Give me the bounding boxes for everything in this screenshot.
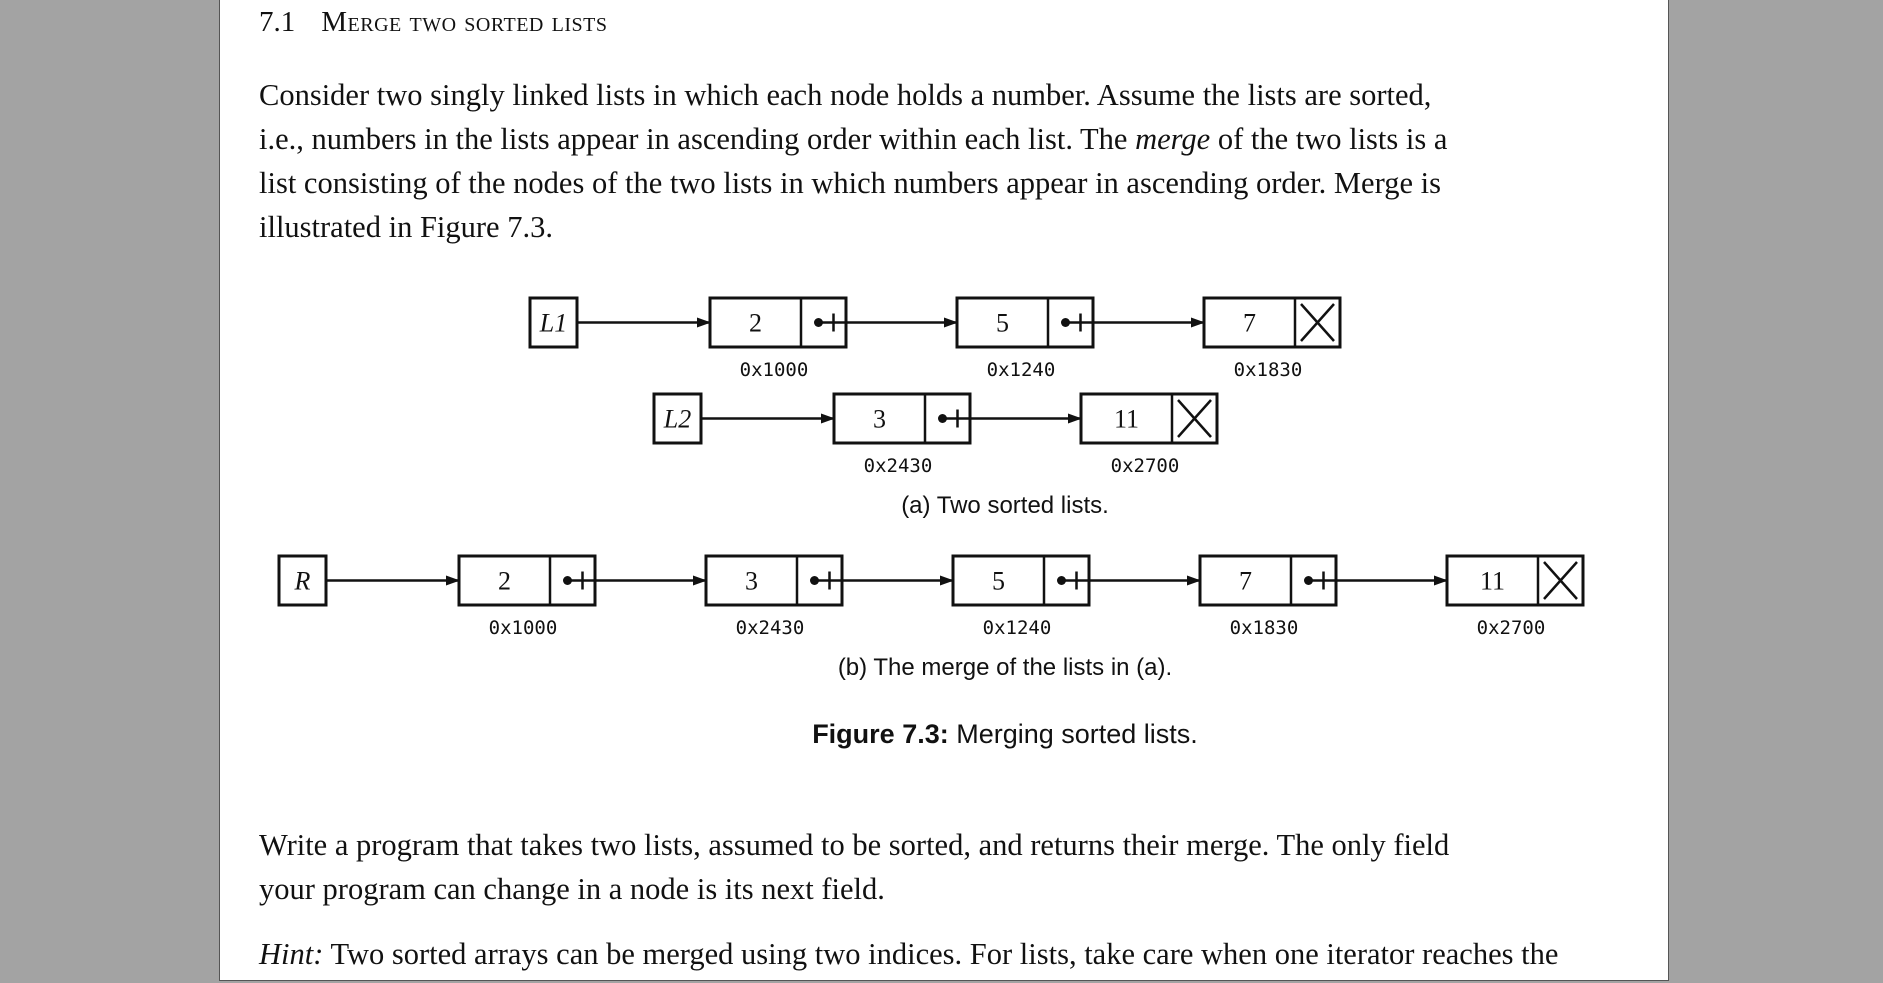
list-l1-node-2-value: 5 (996, 309, 1009, 338)
figure-caption: Figure 7.3: Merging sorted lists. (812, 719, 1198, 749)
intro-line-1: Consider two singly linked lists in whic… (259, 78, 1432, 112)
hint-line: Hint: Two sorted arrays can be merged us… (259, 932, 1631, 976)
intro-line-2: i.e., numbers in the lists appear in asc… (259, 122, 1448, 156)
list-l1-node-3-box (1202, 296, 1342, 349)
list-l1-head-box (528, 296, 579, 349)
list-l1-node-1-value: 2 (749, 309, 762, 338)
merge-term: merge (1135, 122, 1211, 156)
list-l2-node-2-box (1079, 392, 1219, 445)
list-r-node-2-address: 0x2430 (736, 617, 805, 639)
list-r-node-3-address: 0x1240 (983, 617, 1052, 639)
task-line-1: Write a program that takes two lists, as… (259, 828, 1450, 862)
hint-label: Hint: (259, 937, 324, 971)
list-l2-node-2-address: 0x2700 (1111, 455, 1180, 477)
list-l1-node-1-box (708, 296, 848, 349)
list-l1-node-3-address: 0x1830 (1234, 359, 1303, 381)
list-r-node-3-value: 5 (992, 567, 1005, 596)
figure-7-3: (a) Two sorted lists. (b) The merge of t… (277, 296, 1585, 749)
figure-caption-text: Merging sorted lists. (949, 719, 1198, 749)
list-l1-node-3-null-cross-b (1300, 303, 1335, 342)
list-r-node-1-address: 0x1000 (489, 617, 558, 639)
list-r-head-label: R (294, 567, 311, 596)
list-r-node-2-value: 3 (745, 567, 758, 596)
list-l1-head-label: L1 (539, 309, 567, 338)
list-l2-node-2-null-cross-b (1177, 399, 1212, 438)
list-r-node-5-value: 11 (1480, 567, 1505, 596)
section-title: Merge two sorted lists (321, 6, 608, 38)
hint-paragraph: Hint: Two sorted arrays can be merged us… (259, 932, 1631, 976)
caption-part-b: (b) The merge of the lists in (a). (838, 654, 1172, 681)
list-l1-node-3-value: 7 (1243, 309, 1256, 338)
caption-part-a: (a) Two sorted lists. (901, 492, 1109, 519)
hint-text: Two sorted arrays can be merged using tw… (323, 937, 1559, 971)
list-r-node-1-value: 2 (498, 567, 511, 596)
intro-line-4: illustrated in Figure 7.3. (259, 210, 553, 244)
list-l1-node-2-address: 0x1240 (987, 359, 1056, 381)
list-r-node-4-value: 7 (1239, 567, 1252, 596)
list-l2-head-label: L2 (663, 405, 691, 434)
list-r-node-5-address: 0x2700 (1477, 617, 1546, 639)
list-l2-node-2-value: 11 (1114, 405, 1139, 434)
list-l2-node-1-address: 0x2430 (864, 455, 933, 477)
list-l1-node-1-address: 0x1000 (740, 359, 809, 381)
book-page: 7.1 Merge two sorted lists Consider two s… (219, 0, 1669, 981)
task-line-2: your program can change in a node is its… (259, 872, 885, 906)
list-l2-node-1-value: 3 (873, 405, 886, 434)
list-r-node-5-box (1445, 554, 1585, 607)
task-paragraph: Write a program that takes two lists, as… (259, 823, 1631, 911)
section-heading: 7.1 Merge two sorted lists (259, 6, 607, 39)
list-r-node-5-null-cross-b (1543, 561, 1578, 600)
intro-paragraph: Consider two singly linked lists in whic… (259, 73, 1631, 249)
intro-line-3: list consisting of the nodes of the two … (259, 166, 1441, 200)
list-r-node-4-address: 0x1830 (1230, 617, 1299, 639)
figure-caption-label: Figure 7.3: (812, 719, 949, 749)
section-number: 7.1 (259, 6, 296, 38)
